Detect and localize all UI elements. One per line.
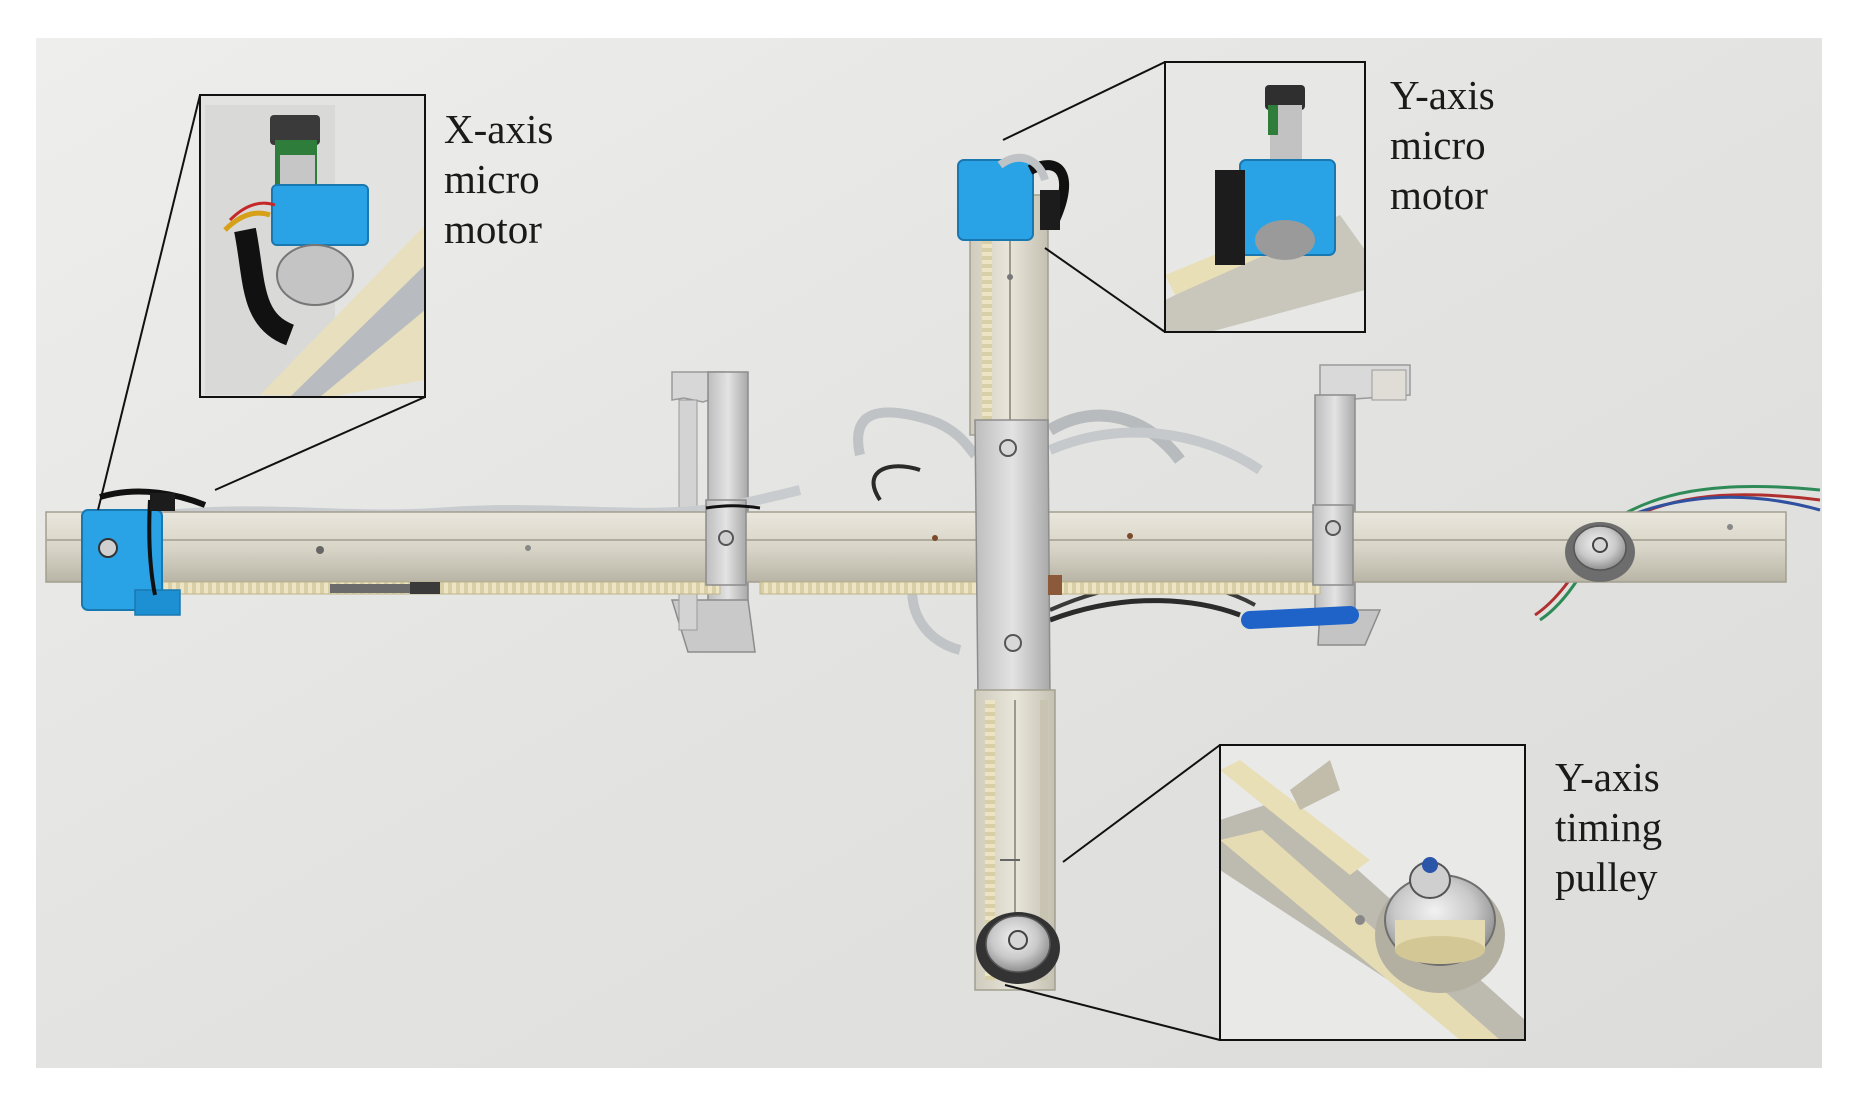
y-motor-label-line-2: micro: [1390, 122, 1486, 168]
x-motor-label-line-2: micro: [444, 156, 540, 202]
y-pulley-label-line-2: timing: [1555, 804, 1663, 850]
y-motor-label-line-3: motor: [1390, 172, 1488, 218]
y-motor-block: [957, 153, 1069, 241]
inset-y-pulley: [1219, 744, 1526, 1041]
y-pulley-label-line-1: Y-axis: [1555, 754, 1660, 800]
x-motor-label: X-axis micro motor: [444, 104, 553, 254]
x-motor-block: [81, 488, 207, 616]
y-pulley-label: Y-axis timing pulley: [1555, 752, 1662, 902]
x-pulley-right: [1565, 522, 1635, 582]
callout-lines: [97, 61, 1221, 1041]
gantry: [45, 153, 1821, 991]
y-motor-label: Y-axis micro motor: [1390, 70, 1495, 220]
x-motor-label-line-3: motor: [444, 206, 542, 252]
inset-x-motor: [199, 94, 426, 398]
y-motor-label-line-1: Y-axis: [1390, 72, 1495, 118]
y-pulley-label-line-3: pulley: [1555, 854, 1658, 900]
x-rail: [45, 511, 1787, 583]
y-pulley-bottom: [976, 912, 1060, 984]
inset-y-motor: [1164, 61, 1366, 333]
x-motor-label-line-1: X-axis: [444, 106, 554, 152]
centre-plate: [974, 419, 1051, 701]
